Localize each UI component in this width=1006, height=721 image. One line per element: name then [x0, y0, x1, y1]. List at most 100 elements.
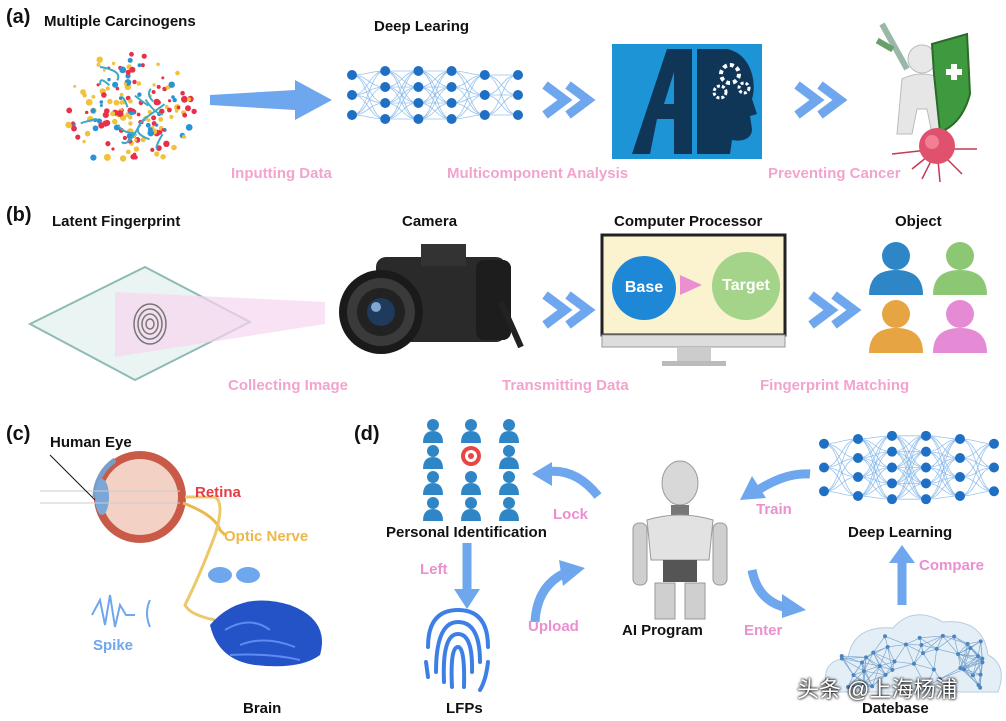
- personal-identification-title: Personal Identification: [386, 524, 547, 541]
- cloud-edge: [919, 637, 937, 650]
- particle: [110, 111, 116, 117]
- camera-title: Camera: [402, 213, 458, 230]
- cloud-edge: [933, 648, 938, 670]
- nn-node: [955, 434, 965, 444]
- cloud-edge: [970, 641, 981, 649]
- cloud-edge: [853, 674, 873, 687]
- nn-edge: [484, 94, 519, 116]
- database-label: Datebase: [862, 700, 929, 717]
- particle: [85, 98, 93, 106]
- particle: [171, 144, 177, 151]
- nn-node: [887, 430, 897, 441]
- cloud-edge: [953, 636, 971, 649]
- person-icon: [423, 419, 443, 443]
- cloud-node: [864, 655, 869, 660]
- nn-node: [887, 462, 897, 473]
- cloud-edge: [977, 641, 982, 657]
- cloud-edge: [913, 663, 934, 670]
- cloud-node: [931, 667, 936, 672]
- cloud-edge: [887, 646, 895, 662]
- cloud-edge: [872, 652, 893, 671]
- particle: [182, 112, 188, 118]
- nn-node: [921, 462, 931, 473]
- particle: [101, 92, 107, 98]
- cloud-node: [978, 639, 983, 644]
- particle: [164, 105, 169, 109]
- user-pink-icon: [933, 300, 987, 353]
- cloud-edge: [942, 635, 959, 655]
- particle: [147, 127, 153, 133]
- nn-node: [853, 453, 863, 463]
- nn-edge: [823, 438, 859, 492]
- nn-edge: [385, 70, 419, 120]
- nn-node: [921, 494, 931, 505]
- nn-node: [479, 70, 490, 80]
- particle: [141, 53, 147, 59]
- cloud-edge: [953, 636, 959, 655]
- cloud-edge: [967, 641, 981, 645]
- particle: [116, 110, 124, 117]
- nn-node: [853, 472, 863, 482]
- cloud-edge: [879, 646, 888, 667]
- cloud-node: [937, 677, 942, 682]
- particle: [96, 83, 100, 87]
- cloud-edge: [963, 647, 971, 670]
- nn-node: [513, 110, 523, 120]
- particle: [99, 100, 104, 104]
- nn-node: [955, 491, 965, 501]
- left-arrow-down: [454, 543, 480, 609]
- person-icon: [461, 419, 481, 443]
- user-green-icon: [933, 242, 987, 295]
- cloud-edge: [925, 669, 935, 687]
- cloud-node: [980, 660, 985, 665]
- particle: [73, 84, 77, 88]
- particle-trail: [121, 121, 142, 145]
- cloud-node: [958, 665, 963, 670]
- target-person-icon: [461, 446, 481, 466]
- cloud-edge: [841, 658, 865, 672]
- lfps-label: LFPs: [446, 700, 483, 717]
- particle: [185, 105, 191, 112]
- cloud-node: [885, 644, 890, 649]
- particle: [158, 117, 164, 122]
- step-fingerprint-matching: Fingerprint Matching: [760, 377, 910, 394]
- cloud-edge: [894, 661, 914, 665]
- particle-trail: [117, 124, 135, 135]
- nn-edge: [385, 70, 419, 88]
- lock-arrow: [532, 462, 602, 499]
- particle: [156, 84, 161, 89]
- particle-trail: [134, 94, 149, 107]
- particle: [125, 69, 131, 75]
- nn-node: [887, 446, 897, 457]
- nn-node: [955, 453, 965, 463]
- compare-label: Compare: [919, 557, 985, 574]
- nn-node: [819, 486, 829, 497]
- cloud-edge: [841, 655, 863, 663]
- particle: [111, 147, 115, 151]
- cloud-edge: [865, 657, 880, 667]
- person-icon: [499, 419, 519, 443]
- particle: [105, 141, 111, 147]
- particle: [181, 95, 188, 103]
- fingerprint-icon: [424, 607, 490, 692]
- particle: [84, 130, 91, 137]
- person-icon: [499, 497, 519, 521]
- nn-node: [413, 98, 424, 108]
- cloud-node: [862, 669, 867, 674]
- step-collecting-image: Collecting Image: [228, 377, 349, 394]
- particle: [163, 140, 170, 147]
- particle-trail: [80, 118, 98, 125]
- cloud-edge: [894, 644, 907, 662]
- particle: [71, 121, 75, 125]
- particle: [187, 97, 191, 102]
- particle-trail: [155, 133, 164, 150]
- particle: [119, 92, 124, 97]
- carcinogen-particles: [65, 51, 197, 162]
- cloud-edge: [919, 635, 943, 639]
- particle: [129, 51, 134, 57]
- particle: [112, 81, 119, 88]
- particle: [113, 99, 120, 106]
- particle: [80, 89, 86, 95]
- particle: [125, 112, 129, 116]
- cloud-node: [919, 642, 924, 647]
